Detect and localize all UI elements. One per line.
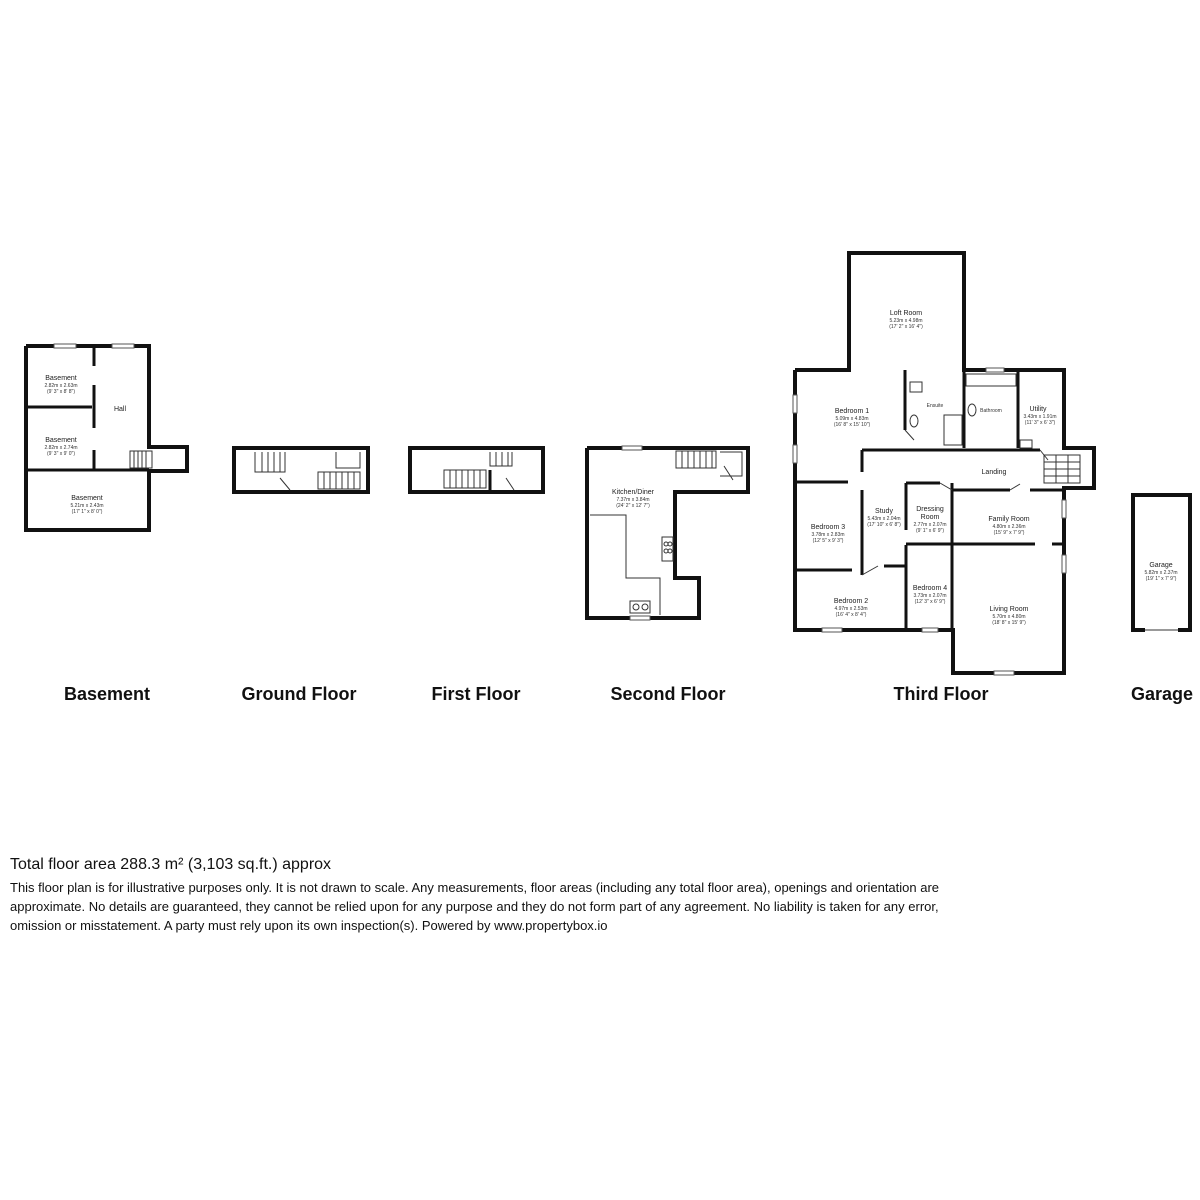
second-floor-plan: Kitchen/Diner 7.37m x 3.84m (24' 2" x 12…	[585, 445, 750, 621]
ground-floor-plan	[232, 446, 370, 494]
room-dimensions-imperial: (9' 3" x 8' 8")	[47, 389, 75, 395]
room-dimensions-metric: 2.77m x 2.07m	[913, 522, 946, 528]
disclaimer: This floor plan is for illustrative purp…	[10, 880, 940, 933]
room-name: Bedroom 2	[834, 598, 868, 605]
basement-plan: Basement 2.82m x 2.63m (9' 3" x 8' 8") H…	[24, 343, 189, 532]
first-floor-plan	[408, 446, 545, 494]
room-dimensions-imperial: (18' 8" x 15' 9")	[992, 620, 1026, 626]
room-dimensions-imperial: (16' 8" x 15' 10")	[834, 422, 871, 428]
room-name: Bedroom 1	[835, 408, 869, 415]
room-name: Utility	[1029, 406, 1047, 413]
room-dimensions-imperial: (17' 10" x 6' 8")	[867, 522, 901, 528]
room-dimensions-metric: 4.97m x 2.53m	[834, 606, 867, 612]
room-name: Basement	[71, 495, 103, 502]
footer: Total floor area 288.3 m² (3,103 sq.ft.)…	[10, 856, 990, 935]
room-dimensions-imperial: (9' 3" x 9' 0")	[47, 451, 75, 457]
room-dimensions-metric: 2.82m x 2.74m	[44, 445, 77, 451]
room-dimensions-metric: 3.73m x 2.07m	[913, 593, 946, 599]
room-name: Garage	[1149, 562, 1172, 569]
floor-label-basement: Basement	[64, 684, 150, 704]
room-name: Family Room	[988, 516, 1029, 523]
room-dimensions-metric: 5.09m x 4.83m	[835, 416, 868, 422]
room-dimensions-imperial: (16' 4" x 8' 4")	[836, 612, 867, 618]
room-name: Dressing	[916, 506, 944, 513]
room-name: Basement	[45, 437, 77, 444]
room-name: Basement	[45, 375, 77, 382]
first-floor-stairs	[443, 452, 513, 489]
room-dimensions-imperial: (12' 3" x 6' 9")	[915, 599, 946, 605]
floor-label-ground: Ground Floor	[242, 684, 357, 704]
room-name: Living Room	[990, 606, 1029, 613]
room-dimensions-imperial: (15' 9" x 7' 9")	[994, 530, 1025, 536]
garage-plan: Garage 5.82m x 2.37m (19' 1" x 7' 9")	[1131, 493, 1192, 632]
floor-label-first: First Floor	[432, 684, 521, 704]
room-dimensions-metric: 5.23m x 4.98m	[889, 318, 922, 324]
room-name: Kitchen/Diner	[612, 489, 655, 496]
room-dimensions-metric: 5.43m x 2.04m	[867, 516, 900, 522]
room-dimensions-metric: 5.70m x 4.80m	[992, 614, 1025, 620]
room-name: Room	[921, 514, 940, 521]
room-name: Bedroom 4	[913, 585, 947, 592]
second-floor-stairs	[675, 450, 743, 481]
room-dimensions-metric: 5.21m x 2.43m	[70, 503, 103, 509]
room-name: Study	[875, 508, 893, 515]
room-name: Ensuite	[927, 403, 944, 409]
ground-floor-stairs	[254, 452, 361, 490]
room-name: Loft Room	[890, 310, 922, 317]
room-dimensions-imperial: (12' 5" x 9' 3")	[813, 538, 844, 544]
room-dimensions-metric: 4.80m x 2.36m	[992, 524, 1025, 530]
total-floor-area: Total floor area 288.3 m² (3,103 sq.ft.)…	[10, 856, 332, 873]
room-dimensions-metric: 5.82m x 2.37m	[1144, 570, 1177, 576]
room-name: Hall	[114, 406, 127, 413]
room-dimensions-imperial: (17' 1" x 8' 0")	[72, 509, 103, 515]
third-floor-plan: Loft Room 5.23m x 4.98m (17' 2" x 16' 4"…	[792, 251, 1096, 676]
room-dimensions-imperial: (17' 2" x 16' 4")	[889, 324, 923, 330]
room-name: Bathroom	[980, 408, 1002, 414]
room-dimensions-metric: 3.78m x 2.83m	[811, 532, 844, 538]
floor-label-garage: Garage	[1131, 684, 1193, 704]
floor-label-second: Second Floor	[610, 684, 725, 704]
room-dimensions-metric: 3.43m x 1.91m	[1023, 414, 1056, 420]
room-dimensions-metric: 7.37m x 3.84m	[616, 497, 649, 503]
room-name: Landing	[982, 469, 1007, 476]
basement-stairs	[129, 450, 153, 469]
room-dimensions-imperial: (11' 3" x 6' 3")	[1025, 420, 1056, 426]
room-dimensions-imperial: (19' 1" x 7' 9")	[1146, 576, 1177, 582]
room-dimensions-imperial: (9' 1" x 6' 9")	[916, 528, 944, 534]
room-dimensions-imperial: (24' 2" x 12' 7")	[616, 503, 650, 509]
floor-label-third: Third Floor	[894, 684, 989, 704]
room-dimensions-metric: 2.82m x 2.63m	[44, 383, 77, 389]
room-name: Bedroom 3	[811, 524, 845, 531]
third-floor-stairs	[1043, 454, 1081, 484]
